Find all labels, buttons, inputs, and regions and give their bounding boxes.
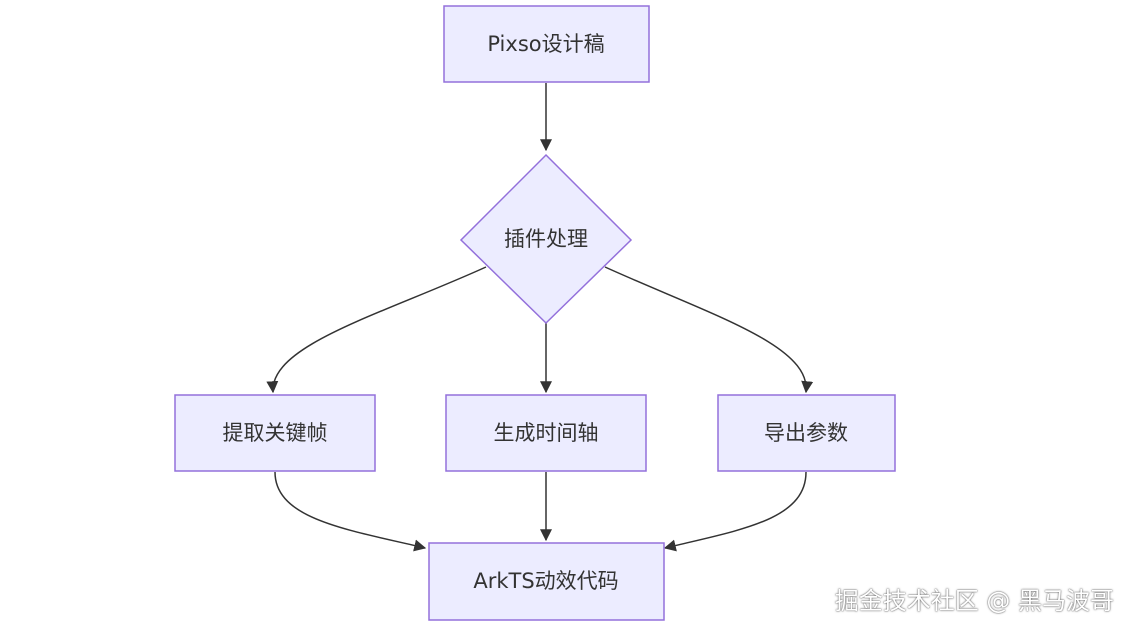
- node-timeline-label: 生成时间轴: [494, 421, 599, 445]
- node-plugin-label: 插件处理: [504, 227, 588, 251]
- node-params-label: 导出参数: [764, 421, 848, 445]
- node-code[interactable]: ArkTS动效代码: [428, 542, 665, 621]
- edge-keyframes-to-code: [274, 471, 427, 552]
- node-keyframes-label: 提取关键帧: [223, 421, 328, 445]
- node-design[interactable]: Pixso设计稿: [443, 5, 650, 83]
- node-params[interactable]: 导出参数: [717, 394, 896, 472]
- edge-plugin-to-keyframes: [266, 266, 487, 394]
- node-code-label: ArkTS动效代码: [473, 569, 618, 593]
- node-keyframes[interactable]: 提取关键帧: [174, 394, 376, 472]
- edges: [266, 83, 814, 552]
- edge-params-to-code: [663, 471, 807, 552]
- node-design-label: Pixso设计稿: [487, 32, 604, 56]
- watermark-text: 掘金技术社区 @ 黑马波哥: [834, 587, 1114, 615]
- edge-plugin-to-params: [604, 266, 814, 394]
- node-plugin[interactable]: 插件处理: [459, 153, 633, 325]
- node-timeline[interactable]: 生成时间轴: [445, 394, 647, 472]
